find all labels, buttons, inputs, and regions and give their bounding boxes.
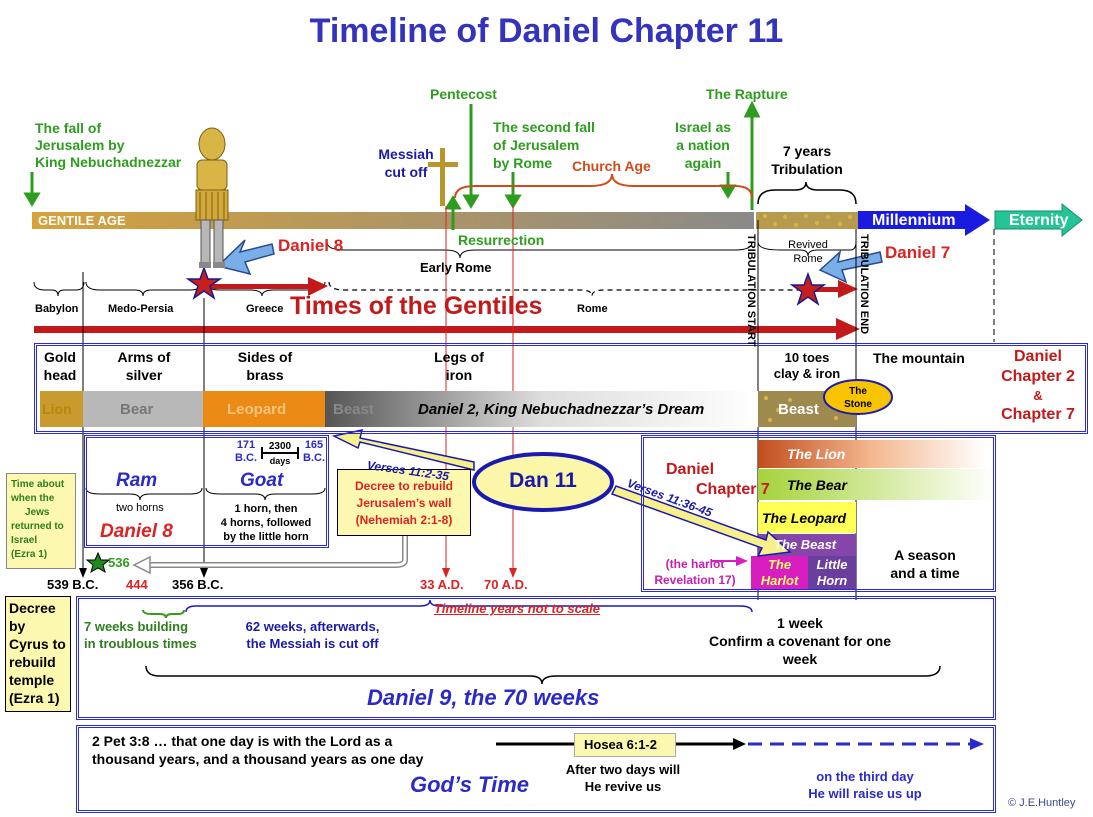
- ezra-note-box: [6, 473, 76, 569]
- millennium-label: Millennium: [872, 212, 956, 229]
- date-444: 444: [126, 577, 148, 592]
- mountain-label: The mountain: [873, 350, 965, 366]
- leopard-cell: Leopard: [227, 401, 287, 418]
- lion-cell: Lion: [42, 401, 72, 417]
- beast-cell: Beast: [333, 401, 374, 418]
- copyright: © J.E.Huntley: [1008, 797, 1076, 809]
- eternity-label: Eternity: [1009, 212, 1069, 229]
- two-horns-label: two horns: [116, 502, 164, 514]
- dan8-label: Daniel 8: [100, 521, 173, 542]
- dream-bar: [325, 391, 758, 427]
- dan7-leopard: The Leopard: [762, 510, 847, 526]
- early-rome-label: Early Rome: [420, 260, 492, 275]
- goat-label: Goat: [240, 470, 284, 491]
- daniel7-top-label: Daniel 7: [885, 243, 951, 262]
- millennium-arrow: [858, 204, 990, 236]
- stone: [823, 379, 893, 415]
- decree-box: [337, 469, 471, 536]
- star-greece: [185, 265, 223, 300]
- ram-label: Ram: [116, 470, 158, 491]
- trib-start-label: TRIBULATION START: [745, 234, 757, 347]
- date-33: 33 A.D.: [420, 577, 464, 592]
- dan11-ellipse: [472, 452, 614, 512]
- page-title: Timeline of Daniel Chapter 11: [309, 12, 784, 50]
- rapture-label: The Rapture: [706, 86, 788, 102]
- dan7-box: [641, 435, 996, 592]
- daniel8-top-label: Daniel 8: [278, 236, 344, 255]
- gentile-age-bar: [32, 212, 754, 229]
- greece-label: Greece: [246, 303, 284, 315]
- date-70: 70 A.D.: [484, 577, 528, 592]
- dan9-label: Daniel 9, the 70 weeks: [367, 685, 600, 710]
- star-rome: [789, 271, 827, 306]
- dream-label: Daniel 2, King Nebuchadnezzar’s Dream: [418, 401, 705, 418]
- hosea-box: [574, 733, 676, 757]
- resurrection-label: Resurrection: [458, 232, 545, 248]
- gods-time-label: God’s Time: [410, 772, 530, 797]
- dan11-label: Dan 11: [509, 469, 577, 492]
- date-536: 536: [108, 555, 130, 570]
- dan7-lion: The Lion: [787, 446, 846, 462]
- gods-time-box: [76, 725, 996, 813]
- babylon-label: Babylon: [35, 303, 79, 315]
- statue-box: [34, 343, 1088, 434]
- date-356: 356 B.C.: [172, 577, 224, 592]
- beast2-cell: Beast: [778, 401, 819, 418]
- bear-cell: Bear: [120, 401, 154, 418]
- rome-label: Rome: [577, 303, 608, 315]
- cyrus-box: [5, 596, 71, 712]
- pentecost-label: Pentecost: [430, 86, 497, 102]
- times-gentiles-label: Times of the Gentiles: [290, 292, 543, 320]
- trib-end-label: TRIBULATION END: [858, 234, 870, 335]
- gentile-age-label: GENTILE AGE: [38, 213, 126, 228]
- eternity-arrow: [994, 202, 1083, 238]
- statue-figure: [195, 127, 229, 268]
- sixtytwo-label: 62 weeks, afterwards,the Messiah is cut …: [245, 619, 380, 651]
- dan9-box: [76, 596, 996, 720]
- hosea-label: Hosea 6:1-2: [584, 737, 657, 752]
- medo-persia-label: Medo-Persia: [108, 303, 174, 315]
- date-539: 539 B.C.: [47, 577, 99, 592]
- church-age-label: Church Age: [572, 158, 651, 174]
- dan7-bear: The Bear: [787, 477, 847, 493]
- pet-label: 2 Pet 3:8 … that one day is with the Lor…: [92, 733, 424, 767]
- dan7-beast: The Beast: [774, 537, 837, 552]
- not-scale-label: Timeline years not to scale: [434, 601, 600, 616]
- dan8-box: [84, 435, 329, 548]
